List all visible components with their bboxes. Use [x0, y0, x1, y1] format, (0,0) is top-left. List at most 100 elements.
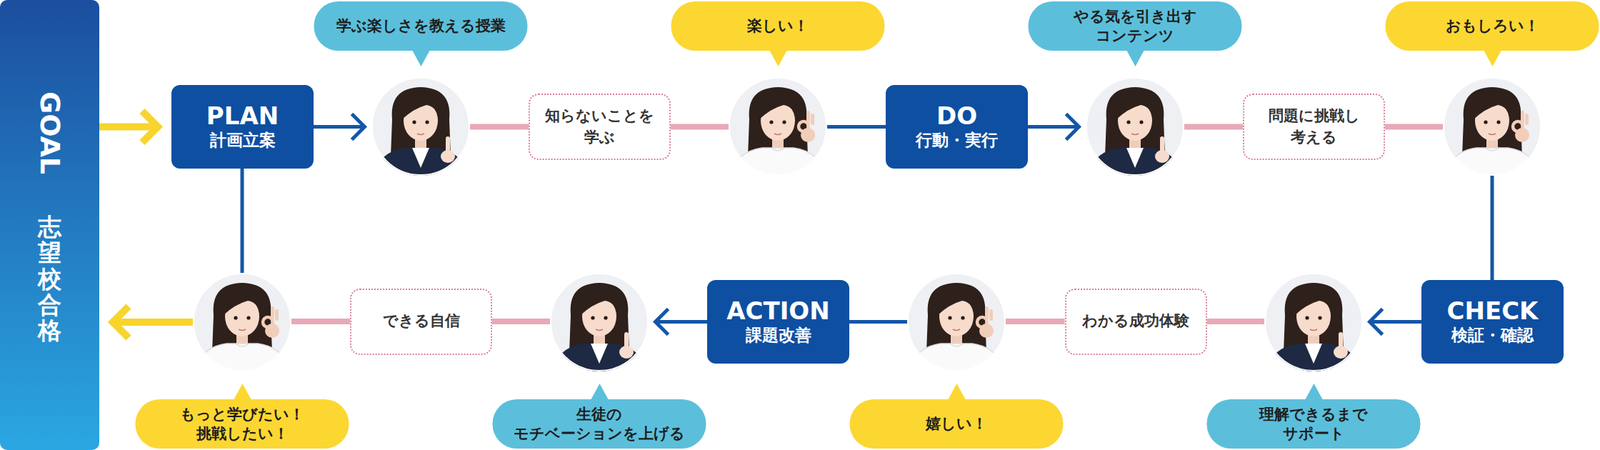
bubble-body: 嬉しい！ — [925, 414, 988, 433]
photo-node: 嬉しい！ — [907, 272, 1006, 372]
connector-line — [291, 318, 350, 325]
bubble-text: 学ぶ楽しさを教える授業 — [336, 16, 506, 35]
step-title: CHECK — [1447, 297, 1539, 325]
student-photo — [550, 272, 649, 380]
photo-node: 学ぶ楽しさを教える授業 — [371, 77, 470, 176]
bubble-tail — [1126, 50, 1144, 67]
speech-bubble: やる気を引き出す コンテンツ — [1028, 1, 1243, 51]
connector-line — [1490, 175, 1495, 280]
speech-bubble: 学ぶ楽しさを教える授業 — [314, 1, 528, 51]
speech-bubble: 嬉しい！ — [850, 399, 1064, 449]
connector-line — [1005, 318, 1065, 325]
step-subtitle: 検証・確認 — [1451, 325, 1534, 347]
photo-node: やる気を引き出す コンテンツ — [1085, 77, 1185, 176]
flow-connector — [1370, 309, 1423, 335]
pink-connector — [1005, 321, 1065, 323]
speech-bubble: 楽しい！ — [671, 1, 885, 51]
step-title: ACTION — [726, 297, 830, 325]
arrow-head — [655, 309, 669, 335]
connector-line — [849, 320, 908, 324]
bubble-tail — [769, 50, 787, 67]
goal-title: GOAL — [34, 91, 66, 175]
goal-text: 志望校合格 — [37, 214, 62, 344]
connector-line — [1184, 124, 1243, 130]
student-photo — [1085, 77, 1185, 184]
pink-connector — [492, 321, 550, 323]
note-text: 問題に挑戦し 考える — [1268, 105, 1360, 148]
step-title: DO — [936, 102, 978, 130]
bubble-tail — [1305, 383, 1323, 400]
bubble-tail — [1483, 50, 1501, 67]
student-photo — [192, 272, 292, 380]
flow-connector — [242, 168, 243, 273]
step-subtitle: 行動・実行 — [915, 130, 998, 152]
connector-line — [115, 318, 193, 326]
connector-line — [1207, 318, 1265, 325]
note-text: 知らないことを 学ぶ — [545, 105, 655, 148]
pink-connector — [1385, 126, 1443, 128]
note-text: できる自信 — [382, 310, 460, 332]
bubble-tail — [590, 383, 608, 400]
pink-connector — [291, 321, 350, 323]
student-photo — [371, 77, 470, 184]
connector-line — [240, 168, 245, 273]
step-subtitle: 計画立案 — [210, 130, 276, 152]
arrow-head — [1370, 309, 1383, 335]
connector-line — [470, 124, 529, 130]
bubble-tail — [947, 383, 965, 400]
photo-node: 理解できるまで サポート — [1264, 272, 1363, 372]
photo-node: 楽しい！ — [728, 77, 828, 176]
connector-line — [1370, 320, 1422, 324]
student-photo — [907, 272, 1006, 380]
bubble-text: 生徒の モチベーションを上げる — [513, 405, 685, 443]
connector-line — [670, 124, 729, 130]
bubble-text: 楽しい！ — [747, 16, 809, 35]
student-photo — [728, 77, 828, 184]
student-photo — [1442, 77, 1542, 184]
bubble-body: もっと学びたい！ 挑戦したい！ — [180, 405, 305, 443]
note-box: 知らないことを 学ぶ — [528, 93, 671, 160]
flow-connector — [827, 126, 886, 128]
bubble-text: おもしろい！ — [1445, 16, 1540, 35]
arrow-head — [142, 111, 158, 143]
bubble-body: やる気を引き出す コンテンツ — [1073, 7, 1198, 45]
pink-connector — [670, 126, 729, 128]
connector-line — [99, 123, 156, 131]
step-subtitle: 課題改善 — [745, 325, 812, 347]
photo-node: もっと学びたい！ 挑戦したい！ — [192, 272, 292, 372]
bubble-text: やる気を引き出す コンテンツ — [1073, 7, 1198, 45]
bubble-body: おもしろい！ — [1445, 16, 1540, 35]
bubble-body: 楽しい！ — [747, 16, 809, 35]
bubble-text: もっと学びたい！ 挑戦したい！ — [180, 405, 305, 443]
connector-line — [492, 318, 550, 325]
student-photo — [1264, 272, 1363, 380]
goal-arrow — [112, 306, 193, 338]
flow-connector — [849, 321, 908, 323]
step-title: PLAN — [206, 102, 279, 130]
speech-bubble: 理解できるまで サポート — [1207, 399, 1421, 449]
bubble-body: 理解できるまで サポート — [1259, 405, 1368, 443]
bubble-body: 学ぶ楽しさを教える授業 — [336, 16, 506, 35]
photo-node: おもしろい！ — [1442, 77, 1542, 176]
bubble-tail — [412, 50, 430, 67]
photo-node: 生徒の モチベーションを上げる — [550, 272, 649, 372]
step-box: PLAN計画立案 — [171, 85, 314, 169]
flow-connector — [1492, 175, 1493, 280]
pink-connector — [470, 126, 529, 128]
arrow-head — [1066, 114, 1080, 140]
note-text: わかる成功体験 — [1082, 310, 1190, 332]
bubble-tail — [233, 383, 251, 400]
note-box: わかる成功体験 — [1065, 288, 1208, 355]
goal-band: GOAL 志望校合格 — [0, 0, 100, 450]
speech-bubble: もっと学びたい！ 挑戦したい！ — [135, 399, 350, 449]
arrow-head — [352, 114, 365, 140]
step-box: DO行動・実行 — [885, 85, 1028, 169]
flow-connector — [655, 309, 708, 335]
bubble-body: 生徒の モチベーションを上げる — [513, 405, 685, 443]
arrow-head — [112, 306, 129, 338]
note-box: 問題に挑戦し 考える — [1242, 93, 1385, 160]
goal-arrow — [99, 111, 158, 143]
connector-line — [656, 320, 708, 324]
connector-line — [827, 125, 886, 129]
